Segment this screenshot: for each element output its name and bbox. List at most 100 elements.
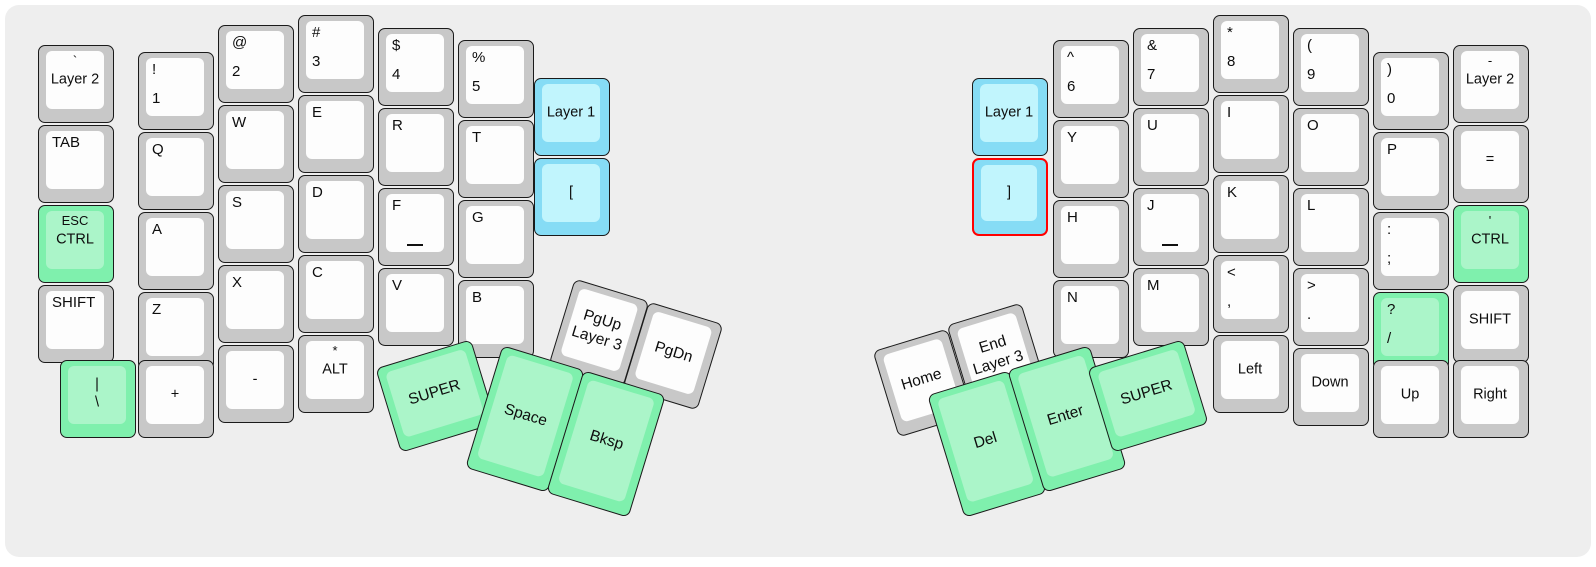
key-3[interactable]: #3: [298, 15, 374, 93]
key-8[interactable]: *8: [1213, 15, 1289, 93]
key-5[interactable]: %5: [458, 40, 534, 118]
key-b[interactable]: B: [458, 280, 534, 358]
key-u[interactable]: U: [1133, 108, 1209, 186]
key-j[interactable]: J: [1133, 188, 1209, 266]
key-9[interactable]: (9: [1293, 28, 1369, 106]
key-minus-left[interactable]: -: [218, 345, 294, 423]
keycap-face: >.: [1301, 274, 1359, 332]
key-p[interactable]: P: [1373, 132, 1449, 210]
key-label: Bksp: [587, 427, 626, 454]
key-bracket-left[interactable]: [: [534, 158, 610, 236]
keycap-face: SUPER: [1097, 348, 1197, 438]
key-label-shifted: %: [472, 49, 486, 66]
key-v[interactable]: V: [378, 268, 454, 346]
key-label-base: 0: [1387, 90, 1396, 107]
keycap-face: C: [306, 261, 364, 319]
keycap-face: -Layer 2: [1461, 51, 1519, 109]
key-quote-ctrl[interactable]: 'CTRL: [1453, 205, 1529, 283]
key-grave-layer2[interactable]: `Layer 2: [38, 45, 114, 123]
key-x[interactable]: X: [218, 265, 294, 343]
key-label: B: [472, 289, 483, 306]
key-h[interactable]: H: [1053, 200, 1129, 278]
key-k[interactable]: K: [1213, 175, 1289, 253]
keycap-face: | \: [68, 366, 126, 424]
key-equals[interactable]: =: [1453, 125, 1529, 203]
keycap-face: &7: [1141, 34, 1199, 92]
key-d[interactable]: D: [298, 175, 374, 253]
key-l[interactable]: L: [1293, 188, 1369, 266]
key-7[interactable]: &7: [1133, 28, 1209, 106]
key-layer1-left[interactable]: Layer 1: [534, 78, 610, 156]
key-c[interactable]: C: [298, 255, 374, 333]
keycap-face: #3: [306, 21, 364, 79]
key-w[interactable]: W: [218, 105, 294, 183]
keycap-face: B: [466, 286, 524, 344]
keycap-face: Y: [1061, 126, 1119, 184]
keycap-face: D: [306, 181, 364, 239]
key-label: Down: [1311, 374, 1349, 391]
key-label: M: [1147, 277, 1160, 294]
key-right-arrow[interactable]: Right: [1453, 360, 1529, 438]
key-tab[interactable]: TAB: [38, 125, 114, 203]
key-down-arrow[interactable]: Down: [1293, 348, 1369, 426]
key-4[interactable]: $4: [378, 28, 454, 106]
key-m[interactable]: M: [1133, 268, 1209, 346]
key-y[interactable]: Y: [1053, 120, 1129, 198]
key-label-shifted: <: [1227, 264, 1236, 281]
key-label-shifted: $: [392, 37, 401, 54]
keycap-face: SHIFT: [46, 291, 104, 349]
key-t[interactable]: T: [458, 120, 534, 198]
key-semicolon[interactable]: :;: [1373, 212, 1449, 290]
key-slash[interactable]: ?/: [1373, 292, 1449, 370]
key-s[interactable]: S: [218, 185, 294, 263]
key-label: R: [392, 117, 403, 134]
key-label-top: ESC: [61, 213, 89, 228]
keycap-face: T: [466, 126, 524, 184]
key-g[interactable]: G: [458, 200, 534, 278]
key-0[interactable]: )0: [1373, 52, 1449, 130]
key-shift-left[interactable]: SHIFT: [38, 285, 114, 363]
key-i[interactable]: I: [1213, 95, 1289, 173]
key-o[interactable]: O: [1293, 108, 1369, 186]
key-a[interactable]: A: [138, 212, 214, 290]
key-period[interactable]: >.: [1293, 268, 1369, 346]
key-6[interactable]: ^6: [1053, 40, 1129, 118]
key-r[interactable]: R: [378, 108, 454, 186]
key-minus-layer2[interactable]: -Layer 2: [1453, 45, 1529, 123]
key-label: PgUp Layer 3: [569, 306, 625, 354]
key-1[interactable]: !1: [138, 52, 214, 130]
key-pipe-backslash[interactable]: | \: [60, 360, 136, 438]
key-shift-right[interactable]: SHIFT: [1453, 285, 1529, 363]
key-f[interactable]: F: [378, 188, 454, 266]
key-z[interactable]: Z: [138, 292, 214, 370]
keycap-face: PgUp Layer 3: [559, 287, 639, 373]
key-label-base: /: [1387, 330, 1392, 347]
key-comma[interactable]: <,: [1213, 255, 1289, 333]
key-label: V: [392, 277, 403, 294]
key-label-base: 1: [152, 90, 161, 107]
key-label: Layer 1: [984, 104, 1034, 121]
key-left-arrow[interactable]: Left: [1213, 335, 1289, 413]
key-up-arrow[interactable]: Up: [1373, 360, 1449, 438]
key-label-base: 6: [1067, 78, 1076, 95]
key-plus-left[interactable]: +: [138, 360, 214, 438]
keycap-face: W: [226, 111, 284, 169]
key-label: Q: [152, 141, 164, 158]
key-bracket-right[interactable]: ]: [972, 158, 1048, 236]
key-alt-left[interactable]: *ALT: [298, 335, 374, 413]
key-label: U: [1147, 117, 1158, 134]
key-label: P: [1387, 141, 1398, 158]
key-label: E: [312, 104, 323, 121]
key-e[interactable]: E: [298, 95, 374, 173]
key-n[interactable]: N: [1053, 280, 1129, 358]
key-label: +: [170, 386, 180, 403]
key-layer1-right[interactable]: Layer 1: [972, 78, 1048, 156]
keycap-face: TAB: [46, 131, 104, 189]
keycap-face: :;: [1381, 218, 1439, 276]
key-q[interactable]: Q: [138, 132, 214, 210]
key-2[interactable]: @2: [218, 25, 294, 103]
keycap-face: J: [1141, 194, 1199, 252]
key-label: [: [568, 184, 574, 201]
